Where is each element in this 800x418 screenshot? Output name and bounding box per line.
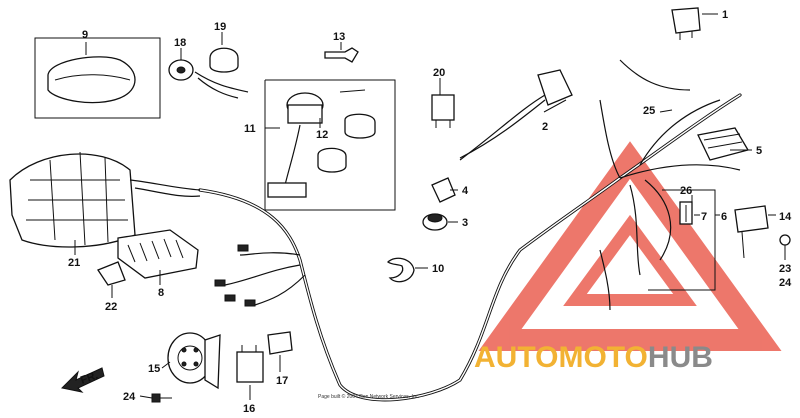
part-16-relay xyxy=(236,345,264,383)
callout-labels: 1 2 3 4 5 6 7 8 9 10 11 12 13 14 15 16 1… xyxy=(68,9,792,415)
callout-4: 4 xyxy=(462,185,469,197)
part-1-component xyxy=(671,7,701,40)
part-14-switch xyxy=(734,205,769,259)
part-13-key xyxy=(324,47,359,63)
front-marker-label: FR. xyxy=(79,369,100,386)
callout-10: 10 xyxy=(432,263,444,275)
callout-15: 15 xyxy=(148,363,160,375)
part-18-bushing xyxy=(168,59,194,81)
part-9-pad xyxy=(34,37,161,119)
part-5-regulator xyxy=(697,127,749,161)
callout-8: 8 xyxy=(158,287,164,299)
part-21-cover xyxy=(9,151,136,248)
callout-23: 23 xyxy=(779,263,791,275)
svg-text:AUTOMOTOHUB: AUTOMOTOHUB xyxy=(474,341,713,374)
bullet-connectors xyxy=(214,244,256,307)
callout-16: 16 xyxy=(243,403,255,415)
part-2-coil xyxy=(459,69,573,159)
callout-5: 5 xyxy=(756,145,762,157)
part-24-screw xyxy=(151,393,172,403)
callout-21: 21 xyxy=(68,257,80,269)
callout-22: 22 xyxy=(105,301,117,313)
part-8-fuse-block xyxy=(117,179,201,279)
part-17-connector xyxy=(267,331,293,355)
part-4-cap xyxy=(431,177,456,203)
callout-6: 6 xyxy=(721,211,727,223)
callout-25: 25 xyxy=(643,105,655,117)
watermark-word-moto: MOTO xyxy=(558,341,647,374)
copyright-text: Page built © 2004 Ron Network Services, … xyxy=(318,393,420,400)
callout-12: 12 xyxy=(316,129,328,141)
callout-13: 13 xyxy=(333,31,345,43)
watermark-word-hub: HUB xyxy=(648,341,713,374)
part-11-ignition-set xyxy=(264,79,396,211)
callout-20: 20 xyxy=(433,67,445,79)
callout-24-right: 24 xyxy=(779,277,792,289)
part-20-relay xyxy=(431,94,455,128)
part-15-horn xyxy=(167,332,221,390)
callout-7: 7 xyxy=(701,211,707,223)
part-19-socket xyxy=(194,47,249,99)
callout-14: 14 xyxy=(779,211,792,223)
callout-1: 1 xyxy=(722,9,728,21)
callout-9: 9 xyxy=(82,29,88,41)
front-arrow-marker xyxy=(60,367,105,393)
part-23-bolt xyxy=(779,234,791,246)
part-7-fuse xyxy=(679,201,693,225)
leader-lines xyxy=(74,13,786,400)
watermark-wordmark: AUTOMOTOHUB xyxy=(474,341,713,374)
callout-17: 17 xyxy=(276,375,288,387)
watermark-word-auto: AUTO xyxy=(474,341,558,374)
callout-24-left: 24 xyxy=(123,391,136,403)
callout-26: 26 xyxy=(680,185,692,197)
part-22-clip xyxy=(97,261,126,286)
callout-18: 18 xyxy=(174,37,186,49)
callout-19: 19 xyxy=(214,21,226,33)
main-harness xyxy=(198,59,742,402)
callout-11: 11 xyxy=(244,123,256,135)
bracket-6 xyxy=(648,189,716,291)
part-10-band xyxy=(387,257,415,283)
part-3-grommet xyxy=(422,213,448,231)
callout-3: 3 xyxy=(462,217,468,229)
callout-2: 2 xyxy=(542,121,548,133)
